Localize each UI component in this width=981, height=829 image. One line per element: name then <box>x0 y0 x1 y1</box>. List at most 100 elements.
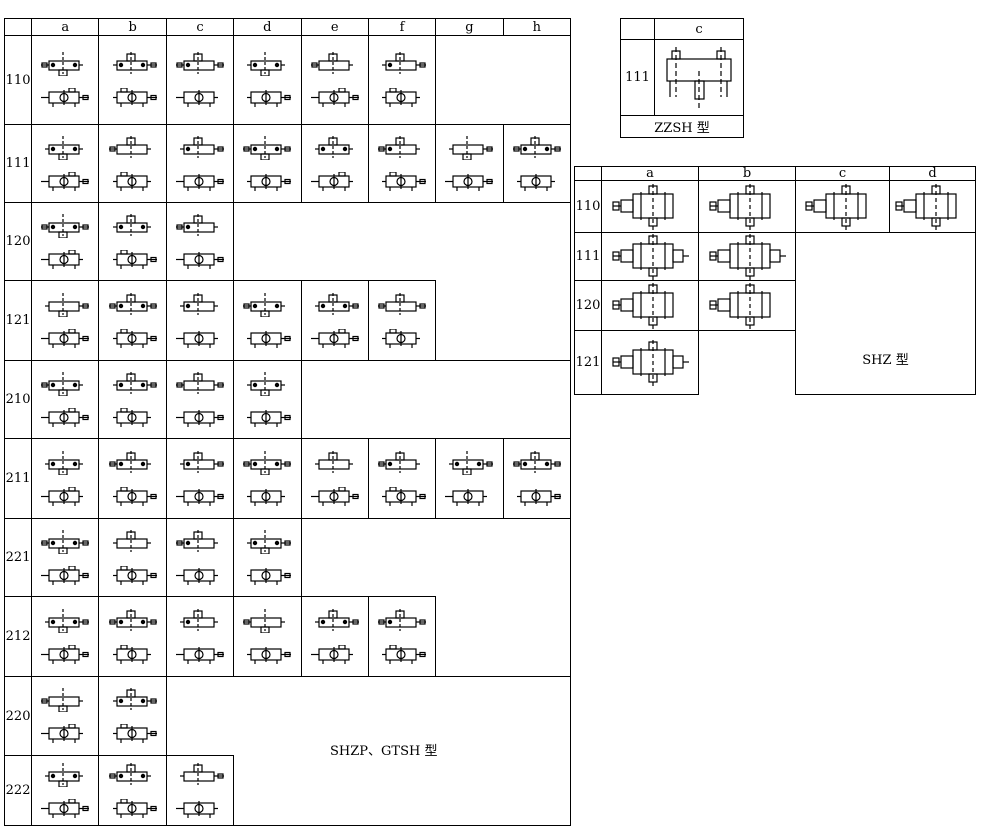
row-header: 222 <box>3 755 33 826</box>
arrangement-cell <box>165 35 235 125</box>
row-header: 220 <box>3 676 33 756</box>
plan-view-drawing <box>112 52 157 74</box>
row-header: 221 <box>3 518 33 597</box>
plan-view-drawing <box>112 688 157 710</box>
corner-cell <box>3 18 33 36</box>
plan-view-drawing <box>378 135 421 158</box>
elevation-view-drawing <box>112 798 157 818</box>
plan-view-drawing <box>247 371 286 396</box>
arrangement-cell <box>31 280 100 361</box>
arrangement-cell <box>98 755 167 826</box>
table-row: 221 <box>3 518 572 597</box>
gearbox-drawing <box>709 233 786 280</box>
plan-view-drawing <box>176 213 218 236</box>
plan-view-drawing <box>108 450 151 473</box>
plan-view-drawing <box>243 292 286 317</box>
arrangement-cell <box>31 596 100 677</box>
arrangement-cell <box>698 180 796 233</box>
arrangement-cell <box>98 202 167 281</box>
arrangement-cell <box>698 280 796 331</box>
plan-view-drawing <box>180 608 218 631</box>
plan-view-drawing <box>176 529 218 552</box>
elevation-view-drawing <box>310 88 359 107</box>
col-header: a <box>601 166 699 181</box>
shzp-gtsh-caption: SHZP、GTSH 型 <box>330 744 438 759</box>
elevation-view-drawing <box>112 407 151 427</box>
arrangement-cell <box>165 438 235 519</box>
row-header: 110 <box>3 35 33 125</box>
elevation-view-drawing <box>41 328 90 348</box>
arrangement-cell <box>795 180 890 233</box>
elevation-view-drawing <box>112 724 157 743</box>
elevation-view-drawing <box>247 330 292 348</box>
plan-view-drawing <box>112 529 151 552</box>
plan-view-drawing <box>41 529 90 554</box>
elevation-view-drawing <box>310 486 359 506</box>
elevation-view-drawing <box>41 724 84 743</box>
elevation-view-drawing <box>176 251 224 269</box>
plan-view-drawing <box>180 762 224 785</box>
elevation-view-drawing <box>176 567 218 585</box>
arrangement-cell <box>98 35 167 125</box>
arrangement-cell <box>165 360 235 439</box>
plan-view-drawing <box>41 213 90 238</box>
plan-view-drawing <box>45 762 84 787</box>
elevation-view-drawing <box>112 486 157 506</box>
row-header: 120 <box>3 202 33 281</box>
arrangement-cell <box>31 518 100 597</box>
gearbox-drawing <box>709 183 771 230</box>
arrangement-cell <box>367 35 437 125</box>
elevation-view-drawing <box>516 488 561 506</box>
arrangement-cell <box>233 360 302 439</box>
table-row: 120 <box>574 280 976 331</box>
plan-view-drawing <box>243 608 286 633</box>
elevation-view-drawing <box>112 565 157 585</box>
plan-view-drawing <box>512 450 561 473</box>
empty-area <box>435 280 571 361</box>
table-row: 212 <box>3 596 571 677</box>
table-row: 222 <box>3 755 571 826</box>
empty-area <box>435 35 571 125</box>
elevation-view-drawing <box>382 171 427 191</box>
col-header: c <box>654 18 744 40</box>
arrangement-cell <box>98 518 167 597</box>
arrangement-cell <box>601 330 699 395</box>
arrangement-cell <box>31 676 100 756</box>
plan-view-drawing <box>108 135 151 158</box>
elevation-view-drawing <box>516 173 555 191</box>
plan-view-drawing <box>378 608 427 631</box>
table-row: 121 <box>3 280 571 361</box>
row-header: 120 <box>574 280 602 331</box>
elevation-view-drawing <box>382 486 427 506</box>
arrangement-cell <box>98 676 167 756</box>
arrangement-cell <box>98 596 167 677</box>
elevation-view-drawing <box>176 800 218 818</box>
arrangement-cell <box>31 438 100 519</box>
plan-view-drawing <box>314 292 359 315</box>
col-header: e <box>300 18 369 36</box>
arrangement-cell <box>233 518 302 597</box>
plan-view-drawing <box>108 292 157 315</box>
arrangement-cell <box>165 280 235 361</box>
table-row: 111 <box>3 124 572 203</box>
plan-view-drawing <box>112 213 151 236</box>
elevation-view-drawing <box>247 90 292 107</box>
elevation-view-drawing <box>445 488 488 506</box>
elevation-view-drawing <box>41 171 90 191</box>
plan-view-drawing <box>176 52 224 74</box>
arrangement-cell <box>98 438 167 519</box>
arrangement-cell <box>98 280 167 361</box>
arrangement-cell <box>601 180 699 233</box>
plan-view-drawing <box>180 292 218 315</box>
arrangement-cell <box>300 35 369 125</box>
empty-area <box>233 755 571 826</box>
table-row: 220 <box>3 676 572 756</box>
arrangement-cell <box>300 438 369 519</box>
empty-area <box>165 676 572 756</box>
plan-view-drawing <box>180 450 224 473</box>
plan-view-drawing <box>512 135 561 158</box>
elevation-view-drawing <box>310 328 359 348</box>
plan-view-drawing <box>449 135 494 160</box>
